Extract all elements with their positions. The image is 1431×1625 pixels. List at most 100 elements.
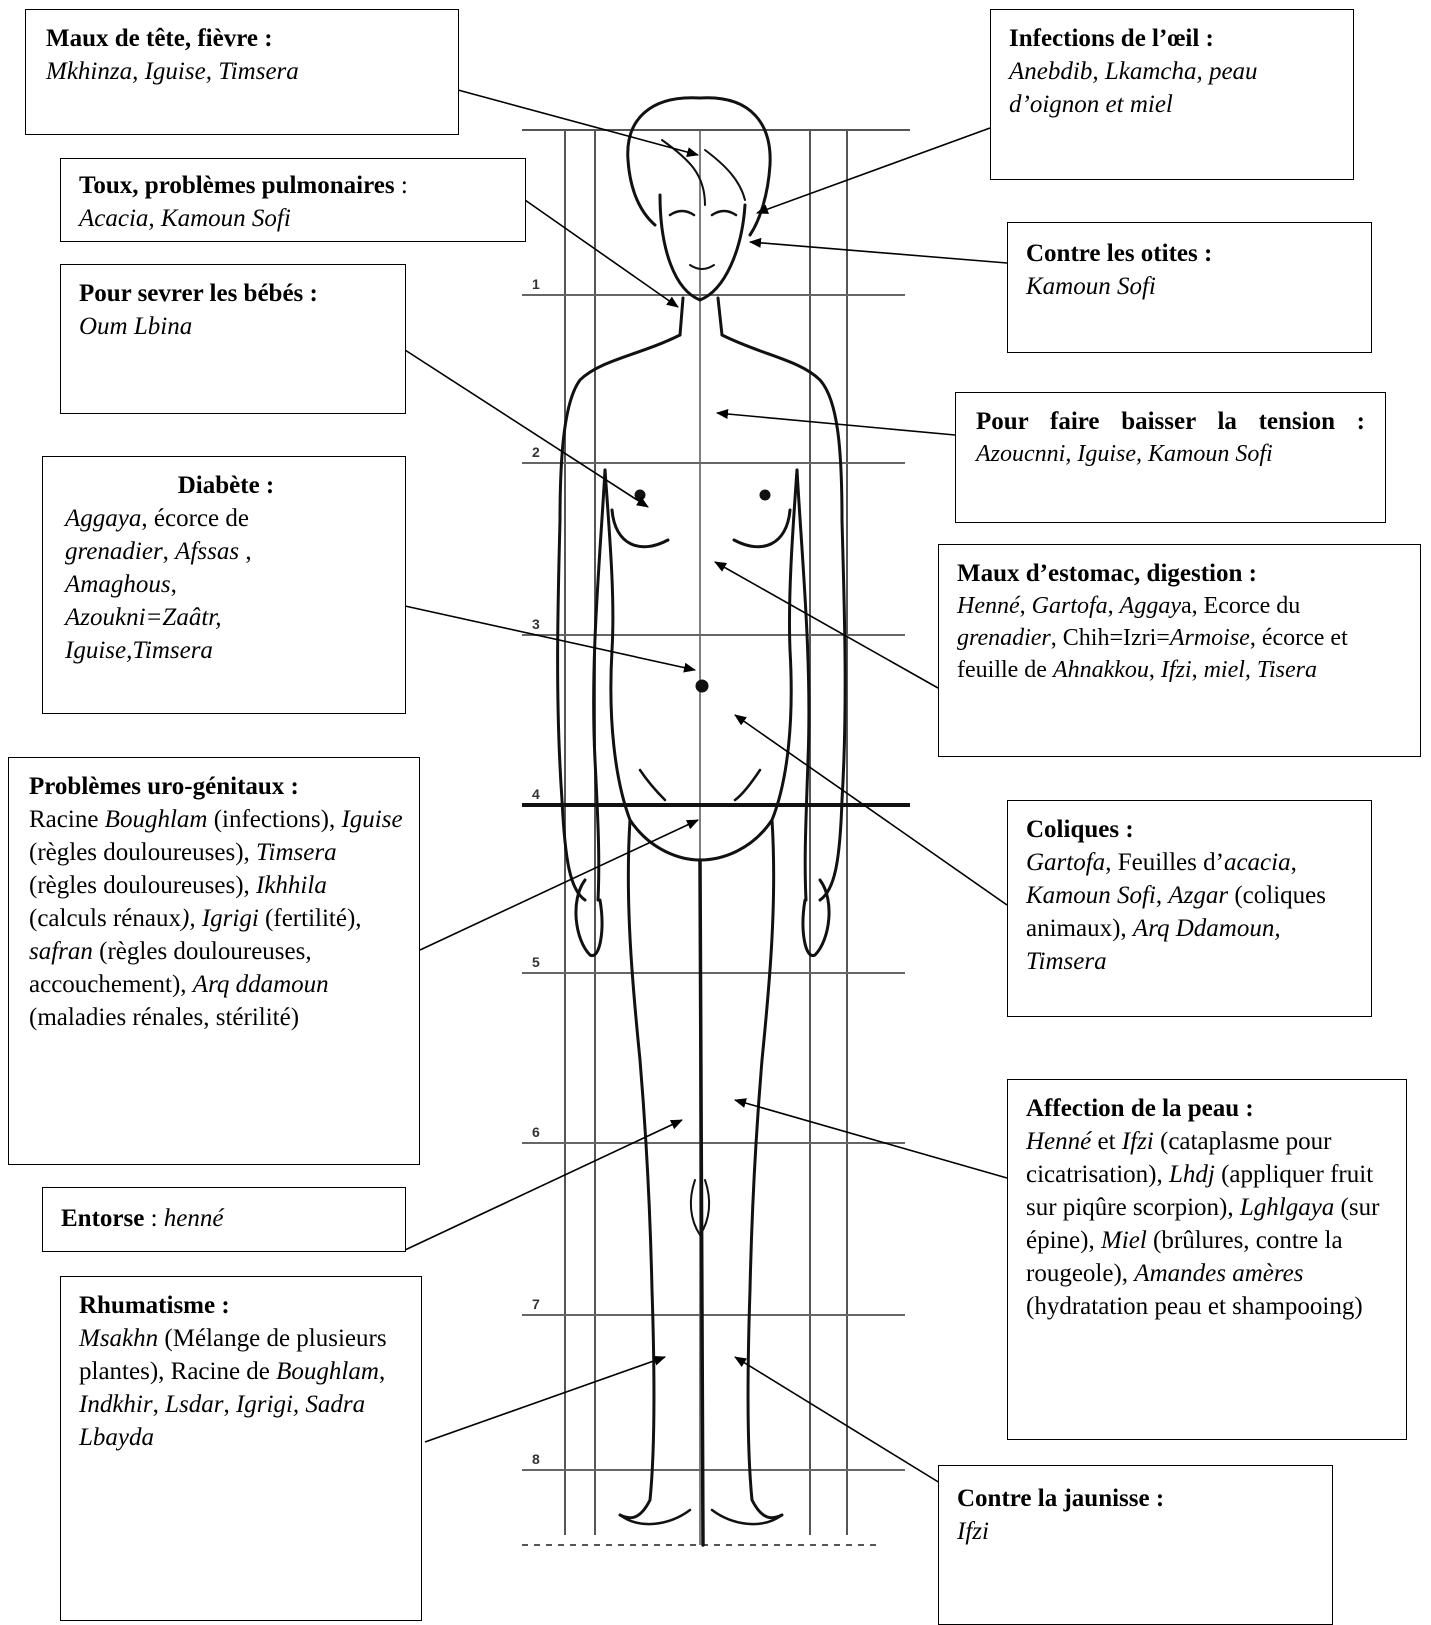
box-title: Infections de l’œil : [1009,22,1335,55]
plain-text: (calculs rénaux [29,905,181,932]
plant-name-text: Arq ddamoun [193,971,329,998]
plain-text: , [171,571,177,598]
box-coliques: Coliques : Gartofa, Feuilles d’acacia, K… [1007,800,1372,1017]
plant-name-text: Lsdar [165,1391,223,1418]
plain-text: , Chih=Izri= [1051,625,1170,651]
plain-text: (fertilité), [259,905,362,932]
box-title: Contre les otites : [1026,237,1353,270]
plant-name-text: Gartofa [1032,593,1108,619]
box-jaunisse: Contre la jaunisse : Ifzi [938,1465,1333,1625]
plant-name-text: henné [164,1205,224,1232]
plant-name-text: safran [29,938,93,965]
plant-name-text: Azgar [1168,882,1228,909]
plant-name-text: Oum Lbina [79,313,192,340]
plain-text: , [1156,882,1169,909]
plain-text: , [379,1358,385,1385]
box-title: Problèmes uro-génitaux : [29,770,405,803]
box-body: Racine Boughlam (infections), Iguise (rè… [29,803,405,1034]
plant-name-text: Ifzi [1161,657,1192,683]
plain-text: (règles douloureuses), [29,872,256,899]
plain-text: , Feuilles d’ [1105,849,1224,876]
plant-name-text: Aggay [1120,593,1181,619]
right-arm-outer [722,335,845,900]
grid-row-number: 8 [532,1451,540,1467]
right-arm-inner [797,470,809,900]
box-body: Gartofa, Feuilles d’acacia, Kamoun Sofi,… [1026,846,1353,978]
plant-name-text: Aggaya [65,505,141,532]
box-body: Henné, Gartofa, Aggaya, Ecorce du grenad… [957,590,1402,686]
plant-name-text: Kamoun Sofi [1026,273,1156,300]
plant-name-text: Afssas [175,538,239,565]
hair-left [628,98,700,225]
plain-text: , [1020,593,1032,619]
box-title: Pour faire baisser la tension : [976,405,1365,438]
proportion-grid [522,130,910,1545]
plant-name-text: Ifzi [957,1518,989,1545]
box-body: Oum Lbina [79,310,387,343]
human-outline [558,98,846,1545]
left-leg-outer [620,820,654,1518]
box-title: Entorse : henné [61,1202,387,1235]
left-nipple [636,491,644,499]
left-breast [612,510,668,547]
plant-name-text: Gartofa [1026,849,1105,876]
box-title: Contre la jaunisse : [957,1482,1314,1515]
box-sevrer: Pour sevrer les bébés : Oum Lbina [60,264,406,414]
box-tension: Pour faire baisser la tension : Azoucnni… [955,392,1386,523]
plant-name-text: Anebdib, Lkamcha, peau d’oignon et miel [1009,58,1258,118]
plant-name-text: Henné [957,593,1020,619]
box-body: Anebdib, Lkamcha, peau d’oignon et miel [1009,55,1335,121]
plain-text: (infections), [207,806,341,833]
plant-name-text: Henné [1026,1128,1091,1155]
box-body: Ifzi [957,1515,1314,1548]
plain-text: (hydratation peau et shampooing) [1026,1293,1363,1320]
box-uro-genitaux: Problèmes uro-génitaux : Racine Boughlam… [8,757,420,1165]
plant-name-text: Iguise [341,806,402,833]
box-infections-oeil: Infections de l’œil : Anebdib, Lkamcha, … [990,9,1354,180]
box-title: Pour sevrer les bébés : [79,277,387,310]
plant-name-text: Lhdj [1169,1161,1215,1188]
plant-name-text: Boughlam [105,806,208,833]
right-breast [734,510,790,547]
box-otites: Contre les otites : Kamoun Sofi [1007,222,1372,353]
plant-name-text: Ikhhila [256,872,327,899]
plant-name-text: Timsera [256,839,337,866]
plant-name-text: miel, Tisera [1204,657,1317,683]
box-title: Coliques : [1026,813,1353,846]
plant-name-text: Boughlam [276,1358,379,1385]
box-title: Maux de tête, fièvre : [46,22,440,55]
plain-text: (maladies rénales, stérilité) [29,1004,299,1031]
plain-text: (règles douloureuses), [29,839,256,866]
plant-name-text: grenadier [957,625,1051,651]
neck [680,298,722,335]
box-rhumatisme: Rhumatisme : Msakhn (Mélange de plusieur… [60,1276,422,1621]
plant-name-text: ), Igrigi [181,905,259,932]
plant-name-text: Lghlgaya [1240,1194,1334,1221]
plain-text: Racine [29,806,105,833]
grid-row-number: 4 [532,786,540,802]
box-body: Msakhn (Mélange de plusieurs plantes), R… [79,1322,403,1454]
plant-name-text: Kamoun Sofi [1026,882,1156,909]
box-title: Maux d’estomac, digestion : [957,557,1402,590]
plain-text: , [153,1391,166,1418]
box-title: Rhumatisme : [79,1289,403,1322]
torso-left [605,470,700,860]
plant-name-text: acacia [1224,849,1291,876]
grid-row-number: 2 [532,444,540,460]
grid-row-number: 6 [532,1124,540,1140]
mouth [690,265,714,269]
plant-name-text: Armoise [1170,625,1250,651]
grid-row-number: 3 [532,616,540,632]
eyes [670,211,736,215]
plant-name-text: grenadier [65,538,163,565]
box-body: Aggaya, écorce de grenadier, Afssas , Am… [65,502,387,667]
plant-name-text: Ifzi [1122,1128,1154,1155]
box-body: Mkhinza, Iguise, Timsera [46,55,440,88]
plain-text: , [223,1391,236,1418]
navel [697,681,707,691]
plain-text: , [239,538,252,565]
box-title: Toux, problèmes pulmonaires : [79,169,507,202]
grid-row-number: 1 [532,276,540,292]
box-diabete: Diabète : Aggaya, écorce de grenadier, A… [42,456,406,714]
